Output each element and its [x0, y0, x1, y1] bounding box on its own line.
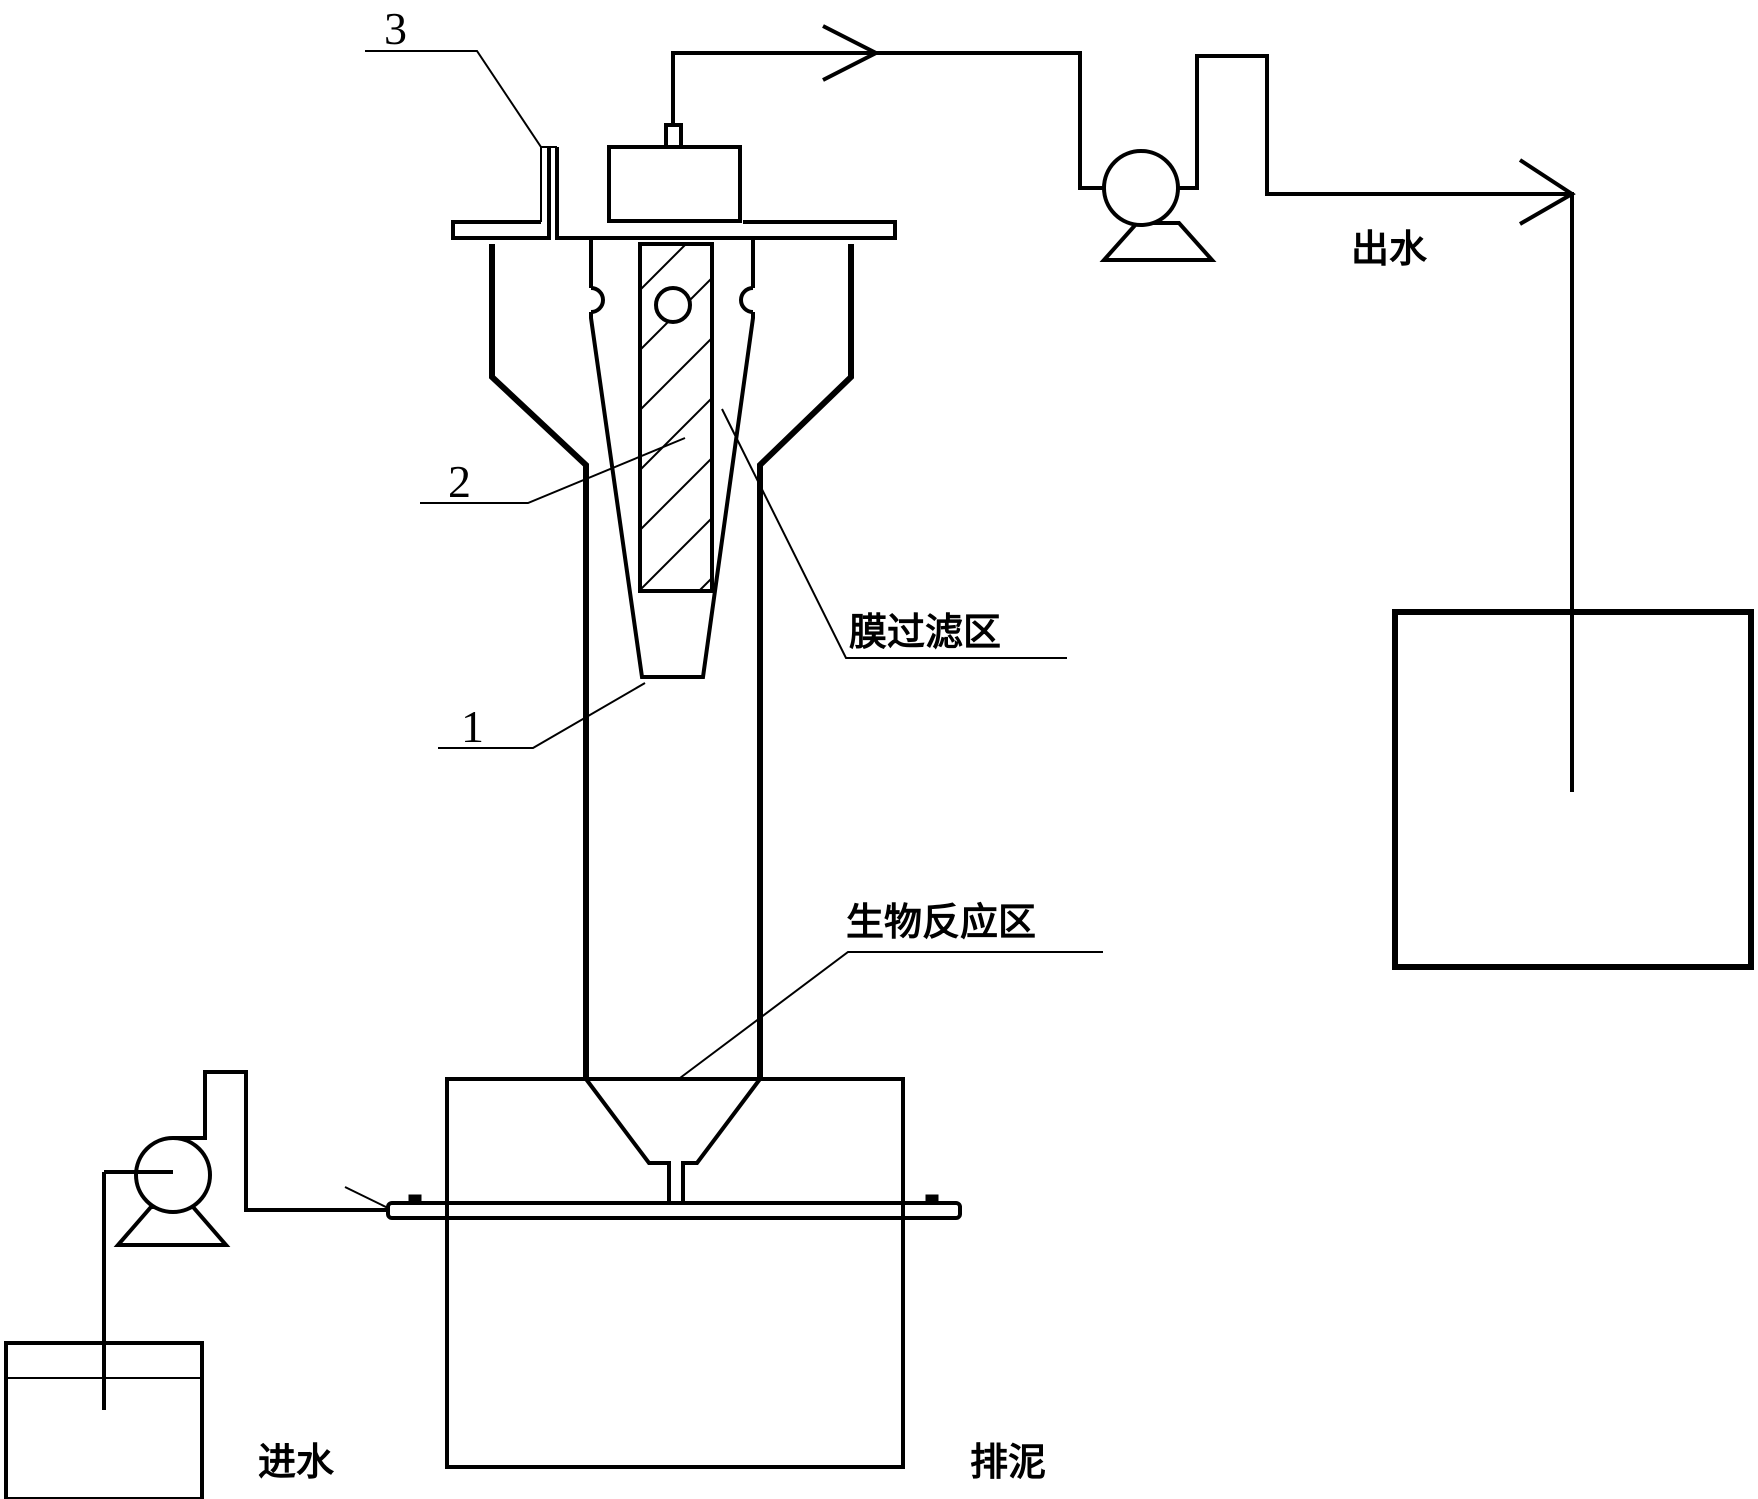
reactor-base	[445, 1077, 905, 1469]
discharge-line	[1178, 54, 1576, 792]
label-bio-zone: 生物反应区	[846, 900, 1036, 944]
feed-line	[173, 1070, 388, 1212]
feed-tank	[4, 1172, 204, 1499]
membrane-element	[638, 242, 714, 593]
label-part-3: 3	[384, 3, 407, 54]
feed-pump-icon	[104, 1136, 231, 1247]
leader-lines	[344, 50, 1103, 1209]
label-membrane-zone: 膜过滤区	[849, 610, 1001, 654]
label-outlet: 出水	[1351, 227, 1428, 271]
membrane-housing-cap	[607, 123, 742, 223]
effluent-tank	[1392, 609, 1754, 970]
label-sludge: 排泥	[970, 1440, 1046, 1484]
membrane-port-icon	[654, 286, 692, 324]
label-part-2: 2	[448, 456, 471, 507]
permeate-line	[671, 24, 1105, 190]
bottom-pipe	[386, 1194, 962, 1220]
vent-pipe	[540, 146, 557, 222]
label-part-1: 1	[461, 701, 484, 752]
inner-cone	[589, 238, 755, 679]
suction-pump-icon	[1099, 149, 1217, 262]
reactor-column	[489, 244, 854, 1079]
top-flange	[451, 147, 897, 240]
label-inlet: 进水	[258, 1440, 335, 1484]
